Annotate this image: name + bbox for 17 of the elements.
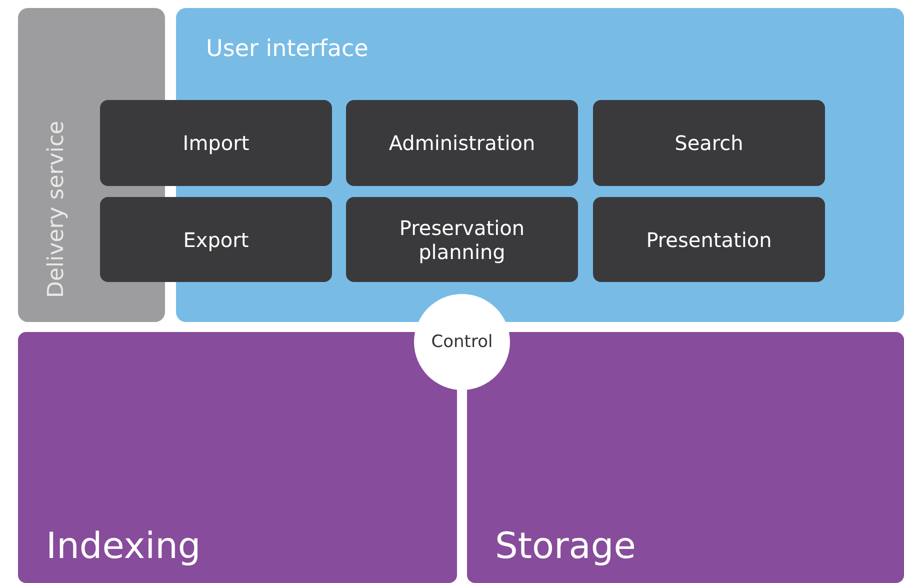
panel-title: Indexing bbox=[46, 526, 201, 567]
module-box bbox=[346, 100, 578, 186]
module-label: Search bbox=[674, 131, 744, 155]
module-label: Preservation planning bbox=[398, 216, 526, 264]
panel-title: Delivery service bbox=[44, 120, 69, 298]
module-box bbox=[346, 197, 578, 282]
module-label: Export bbox=[182, 228, 250, 252]
module-box bbox=[100, 197, 332, 282]
module-box bbox=[593, 197, 825, 282]
panel-title: User interface bbox=[206, 36, 368, 62]
module-box bbox=[593, 100, 825, 186]
module-box bbox=[100, 100, 332, 186]
circle-label: Control bbox=[430, 332, 494, 352]
module-label: Import bbox=[182, 131, 250, 155]
module-label: Administration bbox=[388, 131, 536, 155]
panel-title: Storage bbox=[495, 526, 636, 567]
module-label: Presentation bbox=[645, 228, 773, 252]
